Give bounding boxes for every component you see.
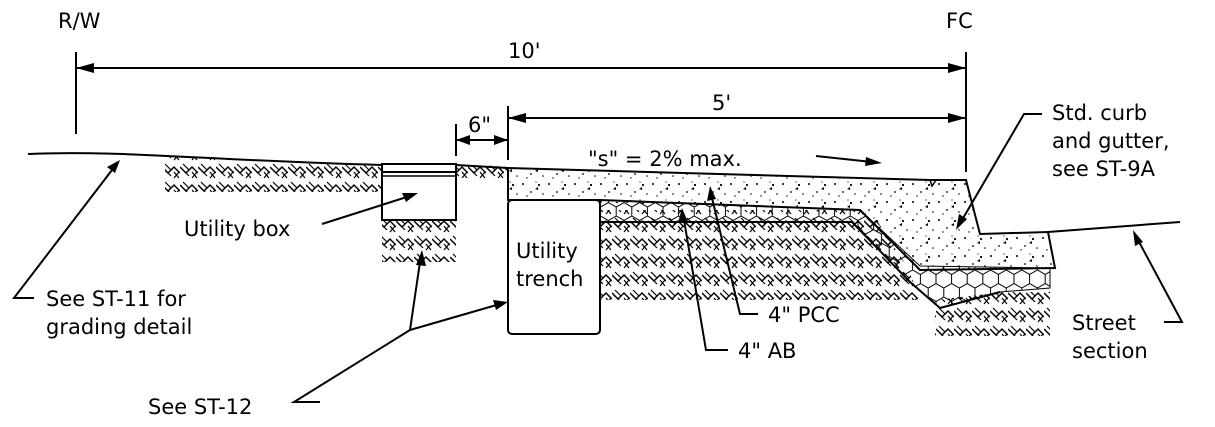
street-label-2: section xyxy=(1072,339,1148,363)
street-label-1: Street xyxy=(1072,311,1136,335)
rw-marker: R/W xyxy=(58,9,101,33)
earth-hatch xyxy=(165,156,1050,336)
ab-label: 4" AB xyxy=(738,339,796,363)
dimension-lines xyxy=(75,52,967,172)
curb-note-line-3: see ST-9A xyxy=(1052,157,1156,181)
street-grade-line xyxy=(1047,221,1181,233)
offset-dimension: 6" xyxy=(468,113,491,137)
grading-note-line-2: grading detail xyxy=(46,315,192,339)
existing-grade-line xyxy=(27,152,509,169)
pcc-sidewalk-slab xyxy=(508,168,1055,270)
fc-marker: FC xyxy=(946,9,973,33)
curb-note-line-1: Std. curb xyxy=(1052,101,1147,125)
see-st12-label: See ST-12 xyxy=(148,395,252,419)
grading-note-line-1: See ST-11 for xyxy=(46,287,186,311)
utility-box-label: Utility box xyxy=(184,217,290,241)
total-width-dimension: 10' xyxy=(508,39,541,63)
slope-label: "s" = 2% max. xyxy=(588,147,742,171)
sidewalk-width-dimension: 5' xyxy=(712,91,731,115)
utility-trench-label-2: trench xyxy=(516,267,584,291)
utility-box xyxy=(381,163,457,221)
utility-trench-label-1: Utility xyxy=(516,239,578,263)
aggregate-base-bottom-line xyxy=(600,221,1001,310)
pcc-label: 4" PCC xyxy=(768,303,840,327)
utility-trench xyxy=(507,199,601,335)
leader-lines xyxy=(11,113,1184,403)
curb-note-line-2: and gutter, xyxy=(1052,129,1170,153)
slope-arrow xyxy=(815,155,882,166)
